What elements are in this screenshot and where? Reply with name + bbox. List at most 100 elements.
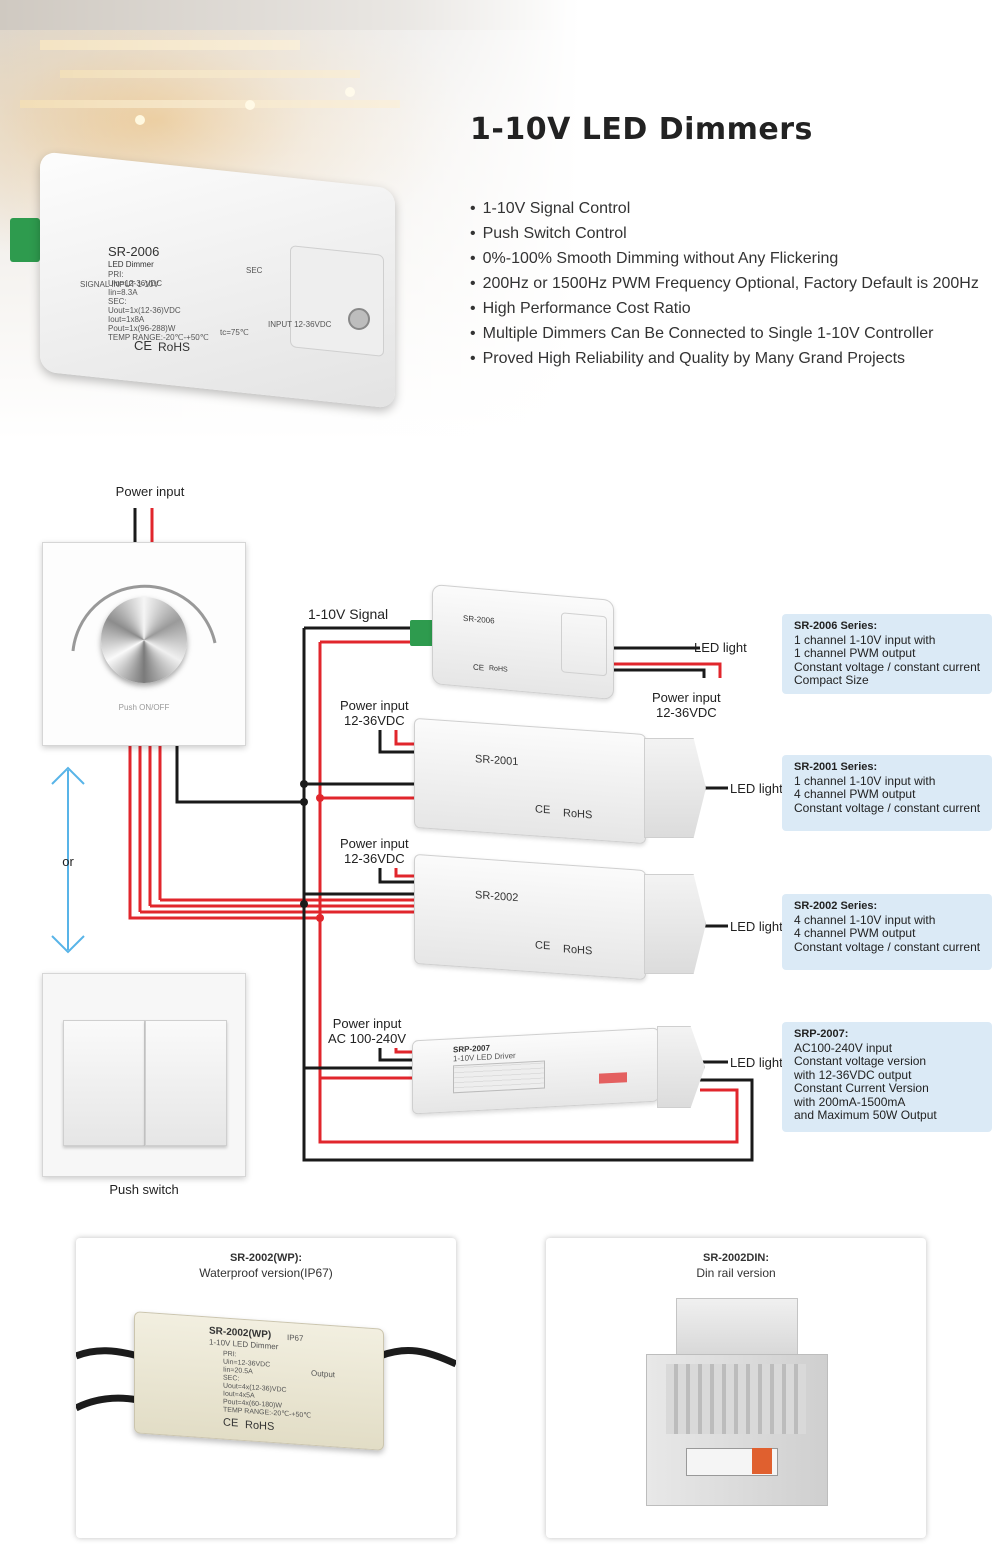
ce-mark: CE [134,338,153,353]
info-line: Constant voltage / constant current [794,659,981,674]
info-title: SRP-2007: [794,1028,849,1040]
hero-banner: SR-2006 LED Dimmer PRI: Uin=12-36VDC Iin… [0,0,1000,440]
sr2006-cover [561,612,607,677]
dimmer-knob[interactable] [101,597,187,683]
panel-title: SR-2002DIN: [702,1252,770,1264]
sr2006-specs: PRI: Uin=12-36VDC Iin=8.3A SEC: Uout=1x(… [108,270,209,342]
info-line: 4 channel PWM output [794,926,916,940]
rotary-dimmer-panel: Push ON/OFF [42,542,246,746]
rohs-mark: RoHS [489,665,508,674]
info-line: Constant voltage / constant current [794,800,981,815]
ce-mark: CE [535,803,551,817]
sec-label: SEC [246,266,263,275]
power-input-label: Power input 12-36VDC [652,690,721,720]
info-line: and Maximum 50W Output [794,1108,937,1122]
sr2006-type: LED Dimmer [108,260,154,269]
info-box-sr2002: SR-2002 Series: 4 channel 1-10V input wi… [782,894,992,970]
info-line: 1 channel PWM output [794,646,916,660]
arrow-up-icon [51,766,85,785]
panel-din-rail: SR-2002DIN: Din rail version [546,1238,926,1538]
input-label: INPUT 12-36VDC [268,320,332,329]
panel-title: SR-2002(WP): [229,1252,303,1264]
output-label: Output [311,1368,336,1380]
switch-right-button[interactable] [145,1020,227,1146]
push-switch-label: Push switch [109,1182,179,1197]
info-line: Constant voltage / constant current [794,939,981,954]
wire-black [378,730,414,754]
rohs-mark: RoHS [563,807,593,822]
sr2006-model: SR-2006 [108,244,160,259]
power-input-label: Power input AC 100-240V [328,1016,407,1046]
info-line: 1 channel 1-10V input with [794,773,936,788]
feature-item: Multiple Dimmers Can Be Connected to Sin… [470,321,979,346]
sr2002-endcap [644,874,706,974]
wire-black [378,1048,412,1062]
sr2006-device: SR-2006 CE RoHS [432,584,614,700]
sr2002-device: SR-2002 CE RoHS [414,853,646,981]
din-terminal-orange [752,1448,772,1474]
panel-subtitle: Waterproof version(IP67) [199,1266,333,1280]
dip-switch [599,1072,627,1084]
rohs-mark: RoHS [563,943,593,958]
led-light-label: LED light [694,640,747,655]
wire-red [128,738,320,920]
switch-left-button[interactable] [63,1020,145,1146]
led-light-label: LED light [730,1055,783,1070]
sr2002-model: SR-2002 [475,889,519,905]
wire-red [612,662,722,678]
green-terminal [410,620,434,646]
wire-black [175,738,304,804]
screw-icon [348,308,370,330]
panel-waterproof: SR-2002(WP): Waterproof version(IP67) SR… [76,1238,456,1538]
sr2001-device: SR-2001 CE RoHS [414,717,646,845]
info-title: SR-2002 Series: [794,900,878,912]
push-switch [42,973,246,1177]
sr2001-endcap [644,738,706,838]
led-light-label: LED light [730,781,783,796]
signal-label: SIGNAL INPUT 1-10V [80,280,159,289]
junction-dot [300,798,308,806]
ce-mark: CE [223,1416,239,1430]
junction-dot [316,914,324,922]
power-input-label: Power input [115,484,185,499]
spec-table [453,1060,545,1094]
led-light-label: LED light [730,919,783,934]
sr2006-product: SR-2006 LED Dimmer PRI: Uin=12-36VDC Iin… [10,151,430,409]
arrow-down-icon [51,935,85,954]
ip-label: IP67 [287,1332,304,1344]
srp2007-device: SRP-2007 1-10V LED Driver [412,1027,659,1115]
din-vents [666,1364,806,1434]
wire-red [394,868,414,878]
wire-red [394,1048,412,1054]
push-onoff-label: Push ON/OFF [118,703,170,712]
info-line: 4 channel PWM output [794,787,916,801]
wire-black [612,668,706,678]
sr2002din-device [646,1298,828,1518]
dimmer-arc [71,584,217,652]
power-input-label: Power input 12-36VDC [340,698,409,728]
sr2002wp-device: SR-2002(WP) IP67 1-10V LED Dimmer PRI: U… [134,1311,384,1451]
feature-item: 200Hz or 1500Hz PWM Frequency Optional, … [470,271,979,296]
info-title: SR-2001 Series: [794,761,878,773]
info-box-sr2001: SR-2001 Series: 1 channel 1-10V input wi… [782,755,992,831]
ce-mark: CE [473,662,485,673]
feature-item: Proved High Reliability and Quality by M… [470,346,979,371]
feature-item: 1-10V Signal Control [470,196,979,221]
sr2002wp-specs: PRI: Uin=12-36VDC Iin=20.5A SEC: Uout=4x… [223,1350,312,1420]
info-box-sr2006: SR-2006 Series: 1 channel 1-10V input wi… [782,614,992,694]
page-title: 1-10V LED Dimmers [470,112,813,147]
sr2001-model: SR-2001 [475,753,519,769]
wire-red [318,642,739,1144]
rohs-mark: RoHS [245,1419,275,1434]
info-title: SR-2006 Series: [794,620,878,632]
info-line: 1 channel 1-10V input with [794,632,936,647]
info-line: Constant Current Version [794,1081,929,1095]
feature-item: 0%-100% Smooth Dimming without Any Flick… [470,246,979,271]
cables [76,1346,456,1412]
rohs-mark: RoHS [158,340,191,354]
ce-mark: CE [535,939,551,953]
info-line: Constant voltage version [794,1054,927,1068]
info-line: Compact Size [794,673,869,687]
feature-item: High Performance Cost Ratio [470,296,979,321]
info-line: with 200mA-1500mA [794,1094,906,1109]
